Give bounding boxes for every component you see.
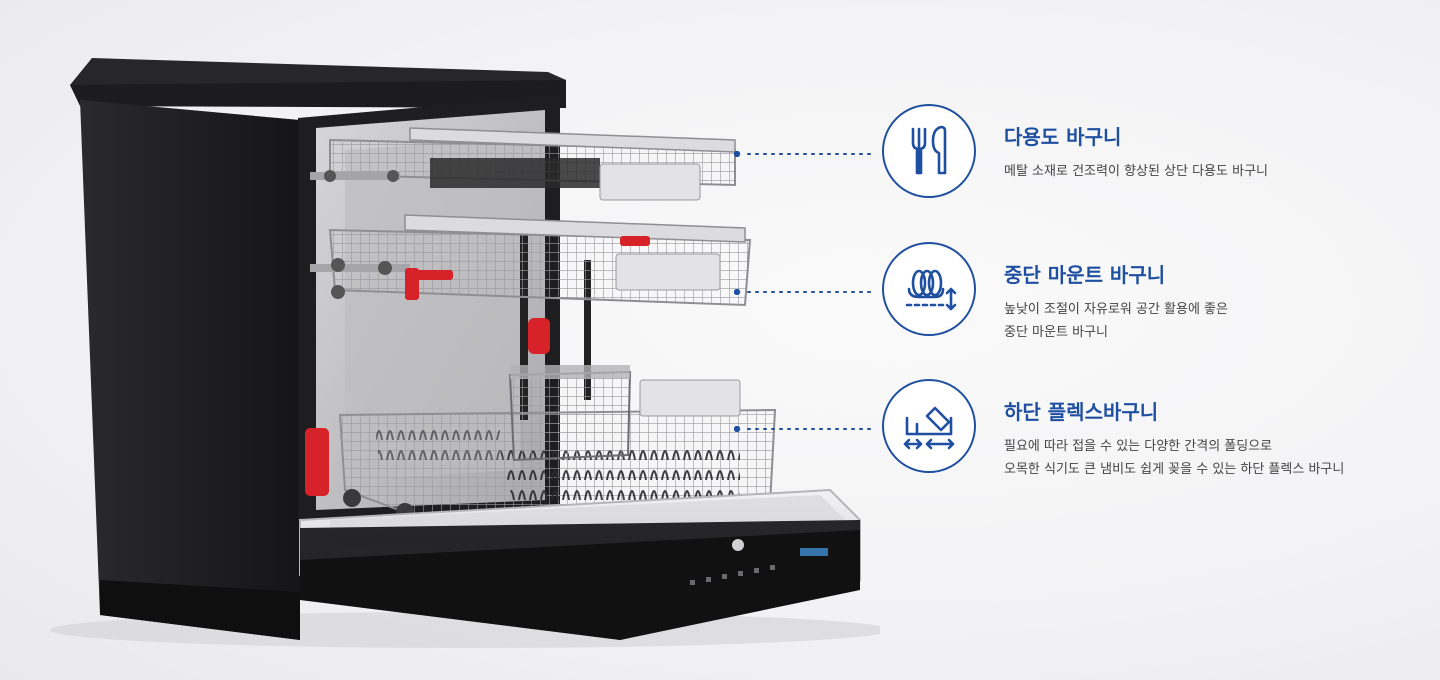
plates-height-icon — [882, 242, 976, 336]
cutlery-icon — [882, 104, 976, 198]
folding-rack-icon — [882, 379, 976, 473]
feature-title: 하단 플렉스바구니 — [1004, 400, 1159, 424]
callout-dotted-line — [734, 151, 873, 157]
feature-description: 메탈 소재로 건조력이 향상된 상단 다용도 바구니 — [1004, 164, 1268, 179]
dishwasher-image — [50, 58, 880, 648]
feature-title: 다용도 바구니 — [1004, 125, 1122, 149]
callout-dotted-line — [734, 426, 873, 432]
feature-upper-rack: 다용도 바구니 메탈 소재로 건조력이 향상된 상단 다용도 바구니 — [734, 104, 1434, 214]
feature-title: 중단 마운트 바구니 — [1004, 263, 1166, 287]
callout-dotted-line — [734, 289, 873, 295]
